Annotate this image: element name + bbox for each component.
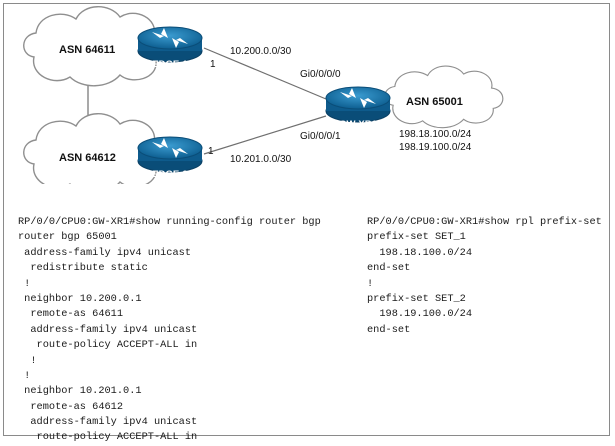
asn-64611-label: ASN 64611 bbox=[59, 44, 115, 56]
bgp-config-line: address-family ipv4 unicast bbox=[18, 416, 198, 429]
edge2-subnet-label: 10.201.0.0/30 bbox=[230, 154, 292, 165]
bgp-config-line: ! bbox=[18, 369, 31, 382]
edge2-host-label: 1 bbox=[208, 146, 214, 157]
bgp-config-line: router bgp 65001 bbox=[18, 231, 117, 244]
edge2-interface-label: Gi0/0/0/1 bbox=[300, 131, 341, 142]
rpl-prefix-set-output: RP/0/0/CPU0:GW-XR1#show rpl prefix-set pr… bbox=[367, 215, 602, 338]
bgp-running-config-output: RP/0/0/CPU0:GW-XR1#show running-config r… bbox=[18, 215, 321, 446]
bgp-config-line: ! bbox=[18, 354, 37, 367]
asn-64612-label: ASN 64612 bbox=[59, 152, 116, 164]
bgp-config-line: ! bbox=[18, 277, 31, 290]
link-edge1-gwxr1 bbox=[203, 47, 327, 100]
router-gw-xr1-label: GW-XR1 bbox=[339, 119, 378, 130]
asn-65001-label: ASN 65001 bbox=[406, 96, 463, 108]
router-edge-2: EDGE-2 bbox=[137, 136, 203, 180]
bgp-config-line: neighbor 10.201.0.1 bbox=[18, 385, 142, 398]
link-edge2-gwxr1 bbox=[203, 115, 327, 155]
bgp-config-line: address-family ipv4 unicast bbox=[18, 323, 198, 336]
edge1-subnet-label: 10.200.0.0/30 bbox=[230, 46, 292, 57]
edge1-interface-label: Gi0/0/0/0 bbox=[300, 69, 341, 80]
bgp-config-line: redistribute static bbox=[18, 262, 148, 275]
exhibit-frame: ASN 64611 ASN 64612 ASN 65001 EDGE-1 EDG… bbox=[3, 3, 610, 443]
prefix-set-line: 198.19.100.0/24 bbox=[367, 308, 473, 321]
prefix-2-label: 198.19.100.0/24 bbox=[399, 142, 472, 153]
router-edge-1-label: EDGE-1 bbox=[152, 59, 188, 70]
bgp-config-line: remote-as 64611 bbox=[18, 308, 124, 321]
prefix-set-line: 198.18.100.0/24 bbox=[367, 246, 473, 259]
network-topology-diagram: ASN 64611 ASN 64612 ASN 65001 EDGE-1 EDG… bbox=[23, 6, 504, 184]
bgp-config-line: address-family ipv4 unicast bbox=[18, 246, 192, 259]
prefix-set-line: ! bbox=[367, 277, 374, 290]
prefix-1-label: 198.18.100.0/24 bbox=[399, 129, 472, 140]
edge1-host-label: 1 bbox=[210, 59, 216, 70]
prefix-set-line: end-set bbox=[367, 323, 411, 336]
bgp-config-line: remote-as 64612 bbox=[18, 400, 124, 413]
prefix-set-line: end-set bbox=[367, 262, 411, 275]
prefix-set-line: RP/0/0/CPU0:GW-XR1#show rpl prefix-set bbox=[367, 216, 602, 228]
router-gw-xr1: GW-XR1 bbox=[325, 86, 391, 130]
router-edge-1: EDGE-1 bbox=[137, 26, 203, 70]
bgp-config-line: route-policy ACCEPT-ALL in bbox=[18, 339, 198, 352]
prefix-set-line: prefix-set SET_1 bbox=[367, 231, 466, 244]
bgp-config-line: route-policy ACCEPT-ALL in bbox=[18, 431, 198, 444]
bgp-config-line: neighbor 10.200.0.1 bbox=[18, 292, 142, 305]
bgp-config-line: RP/0/0/CPU0:GW-XR1#show running-config r… bbox=[18, 216, 321, 228]
router-edge-2-label: EDGE-2 bbox=[152, 169, 187, 180]
prefix-set-line: prefix-set SET_2 bbox=[367, 292, 466, 305]
